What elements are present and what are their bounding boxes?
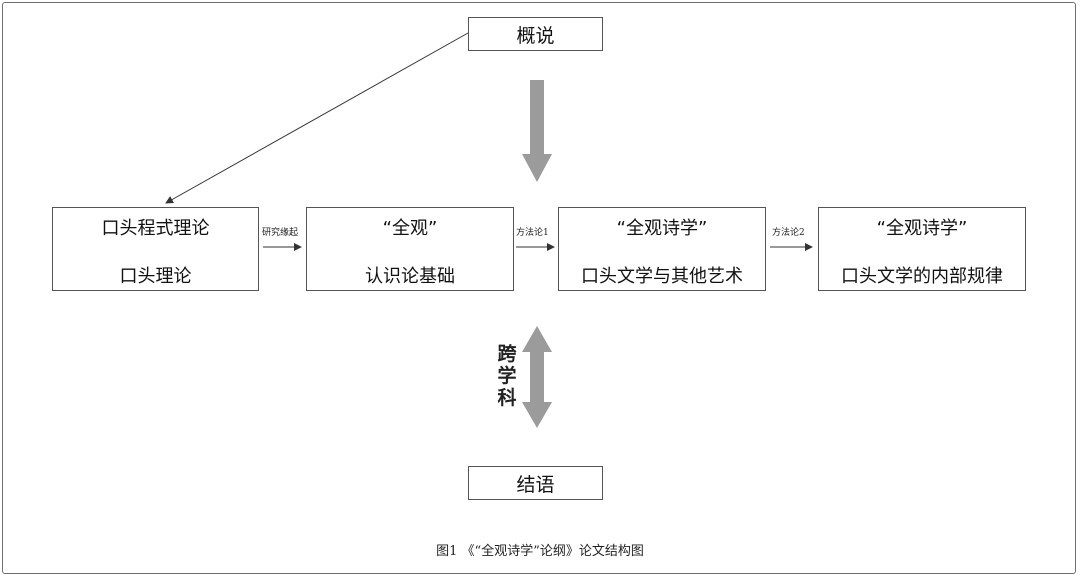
stage-title: “全观诗学” (876, 218, 968, 239)
stage-box-oral-formula: 口头程式理论 口头理论 (52, 207, 259, 291)
stage-box-holistic-view: “全观” 认识论基础 (306, 207, 514, 291)
overview-box: 概说 (468, 17, 603, 51)
interdisciplinary-label: 跨学科 (497, 343, 517, 409)
stage-subtitle: 口头理论 (119, 266, 192, 287)
overview-label: 概说 (516, 24, 555, 47)
stage-subtitle: 口头文学的内部规律 (841, 266, 1003, 287)
thick-down-arrow (522, 80, 552, 182)
thick-double-arrow (522, 326, 552, 428)
stage-title: “全观” (382, 218, 438, 239)
edge-label-methodology-1: 方法论1 (516, 228, 549, 238)
stage-title: “全观诗学” (616, 218, 708, 239)
edge-label-methodology-2: 方法论2 (772, 228, 805, 238)
figure-caption: 图1 《“全观诗学”论纲》论文结构图 (436, 544, 644, 559)
stage-subtitle: 口头文学与其他艺术 (581, 266, 743, 287)
overview-to-oral-formula-arrow (165, 32, 469, 204)
stage-title: 口头程式理论 (101, 218, 210, 239)
stage-box-holistic-poetics-laws: “全观诗学” 口头文学的内部规律 (818, 207, 1026, 291)
stage-subtitle: 认识论基础 (365, 266, 455, 287)
conclusion-label: 结语 (516, 473, 555, 496)
stage-box-holistic-poetics-arts: “全观诗学” 口头文学与其他艺术 (558, 207, 766, 291)
conclusion-box: 结语 (468, 466, 603, 500)
edge-label-research-origin: 研究缘起 (262, 228, 299, 238)
